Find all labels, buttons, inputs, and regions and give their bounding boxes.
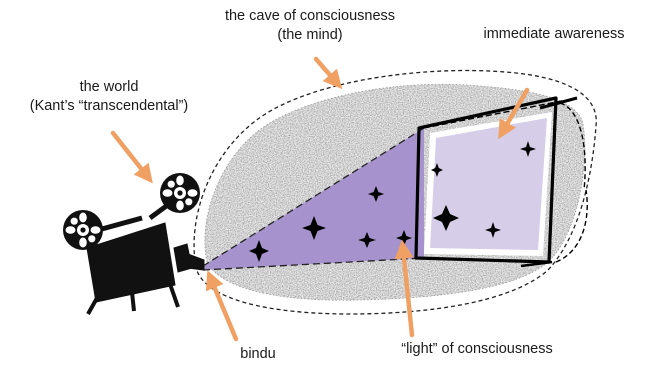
- light-of-consciousness-beam: [202, 127, 425, 271]
- star-icon: [485, 222, 501, 238]
- arrow-to-mind: [313, 56, 343, 90]
- mind-outer-boundary: [193, 69, 597, 315]
- awareness-screen: [414, 96, 588, 268]
- star-icon: [249, 240, 269, 262]
- cave-label-line2: (the mind): [277, 27, 343, 43]
- world-label-line2: (Kant’s “transcendental”): [29, 98, 189, 114]
- pointer-arrows: [110, 56, 530, 342]
- arrow-to-bindu: [205, 270, 239, 342]
- awareness-label: immediate awareness: [483, 26, 625, 42]
- world-label: the world (Kant’s “transcendental”): [14, 78, 204, 116]
- world-label-line1: the world: [79, 79, 139, 95]
- star-icon: [396, 230, 412, 246]
- star-icon: [431, 163, 443, 177]
- star-field: [249, 141, 536, 262]
- star-icon: [433, 205, 459, 231]
- star-icon: [368, 186, 384, 202]
- cave-label: the cave of consciousness (the mind): [200, 7, 420, 45]
- film-projector-icon: [63, 173, 205, 315]
- star-icon: [358, 232, 376, 248]
- arrow-to-awareness: [498, 87, 530, 140]
- arrow-to-light: [394, 239, 415, 338]
- cave-label-line1: the cave of consciousness: [224, 8, 396, 24]
- star-icon: [520, 141, 536, 157]
- star-icon: [302, 216, 326, 240]
- light-label: “light” of consciousness: [401, 341, 553, 357]
- arrow-to-projector: [110, 130, 153, 184]
- bindu-label: bindu: [240, 346, 276, 362]
